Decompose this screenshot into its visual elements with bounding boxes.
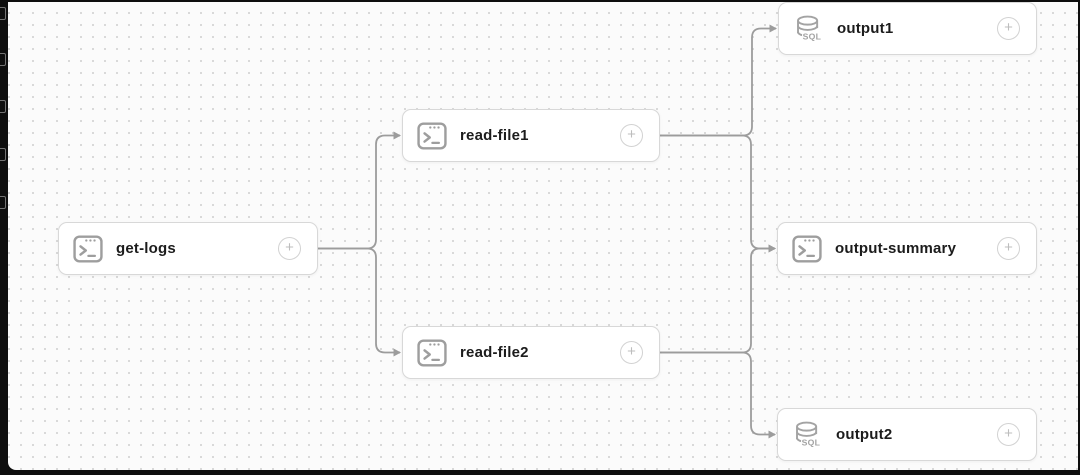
sidebar-icon-fragment[interactable]: [0, 196, 6, 209]
node-label: output-summary: [835, 240, 957, 257]
node-read-file1[interactable]: read-file1 +: [402, 109, 660, 162]
edge-read-file2-to-output2[interactable]: [660, 351, 776, 439]
terminal-icon: [73, 234, 103, 263]
add-connection-button[interactable]: +: [997, 423, 1020, 446]
add-connection-button[interactable]: +: [620, 124, 643, 147]
sidebar-icon-fragment[interactable]: [0, 53, 6, 66]
workflow-canvas[interactable]: get-logs + read-file1 +: [8, 2, 1078, 470]
node-label: read-file2: [460, 344, 529, 361]
terminal-icon: [417, 338, 447, 367]
node-label: get-logs: [116, 240, 176, 257]
node-label: read-file1: [460, 127, 529, 144]
sidebar-icon-fragment[interactable]: [0, 100, 6, 113]
sql-database-icon: SQL: [793, 13, 824, 45]
edge-read-file2-to-output-summary[interactable]: [660, 244, 776, 354]
node-output1[interactable]: SQL output1 +: [778, 2, 1037, 55]
node-get-logs[interactable]: get-logs +: [58, 222, 318, 275]
node-label: output1: [837, 20, 894, 37]
sql-database-icon: SQL: [792, 419, 823, 451]
svg-text:SQL: SQL: [803, 31, 822, 41]
node-read-file2[interactable]: read-file2 +: [402, 326, 660, 379]
node-output2[interactable]: SQL output2 +: [777, 408, 1037, 461]
sidebar-icon-fragment[interactable]: [0, 7, 6, 20]
edge-read-file1-to-output-summary[interactable]: [660, 134, 776, 253]
add-connection-button[interactable]: +: [620, 341, 643, 364]
svg-text:SQL: SQL: [802, 437, 821, 447]
left-sidebar-edge: [0, 0, 8, 475]
node-label: output2: [836, 426, 893, 443]
node-output-summary[interactable]: output-summary +: [777, 222, 1037, 275]
add-connection-button[interactable]: +: [997, 17, 1020, 40]
terminal-icon: [792, 234, 822, 263]
edge-get-logs-to-read-file2[interactable]: [318, 247, 401, 357]
edge-get-logs-to-read-file1[interactable]: [318, 131, 401, 250]
add-connection-button[interactable]: +: [997, 237, 1020, 260]
add-connection-button[interactable]: +: [278, 237, 301, 260]
edge-read-file1-to-output1[interactable]: [660, 24, 777, 137]
terminal-icon: [417, 121, 447, 150]
edge-layer: [318, 24, 777, 439]
workflow-world: get-logs + read-file1 +: [8, 2, 1078, 470]
sidebar-icon-fragment[interactable]: [0, 148, 6, 161]
